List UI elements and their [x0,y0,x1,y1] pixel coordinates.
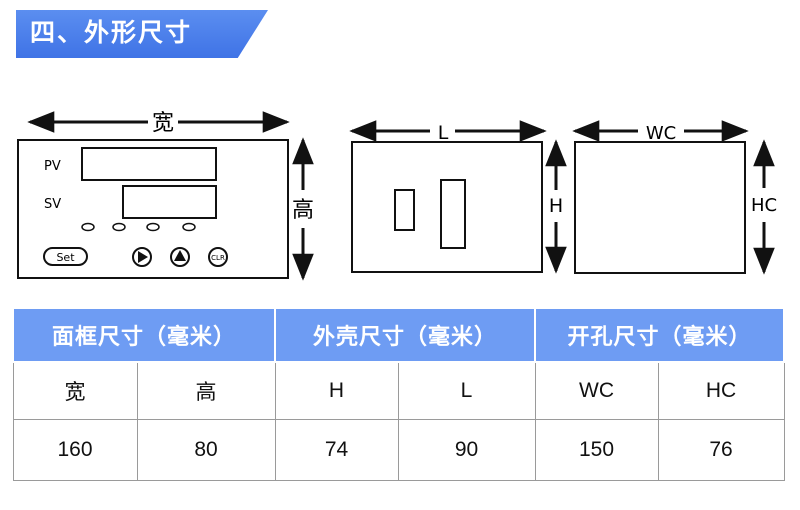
group-header-bezel: 面框尺寸（毫米） [11,309,277,363]
panel-width-label: 宽 [152,111,174,136]
pv-label: PV [44,159,61,174]
shell-slot-large [440,179,466,249]
shell-width-label: L [438,122,449,144]
dimension-table: 面框尺寸（毫米） 外壳尺寸（毫米） 开孔尺寸（毫米） 宽 高 H L WC HC… [11,309,786,481]
cutout-outline [574,141,746,274]
panel-height-label: 高 [292,198,314,223]
value-width: 160 [12,419,138,481]
group-header-shell: 外壳尺寸（毫米） [274,309,537,363]
value-wc: 150 [534,419,659,481]
cutout-view: WC HC [572,120,777,275]
table-row: 160 80 74 90 150 76 [12,419,785,481]
play-icon [138,251,148,263]
indicator-led-2 [112,222,126,232]
table-group-header-row: 面框尺寸（毫米） 外壳尺寸（毫米） 开孔尺寸（毫米） [11,309,786,363]
section-title-banner [16,10,268,58]
group-header-cutout: 开孔尺寸（毫米） [534,309,786,363]
shell-height-label: H [549,195,563,217]
column-header-width: 宽 [12,361,138,420]
set-key-label: Set [56,251,75,264]
panel-front-view: 宽 PV SV Set CLR 高 [17,111,314,281]
indicator-led-4 [182,222,196,232]
shell-outline [351,141,543,273]
dimension-diagrams: 宽 PV SV Set CLR 高 L H W [17,111,777,281]
triangle-up-icon [174,250,186,261]
indicator-led-1 [81,222,95,232]
table-row: 宽 高 H L WC HC [12,361,785,420]
column-header-hc: HC [657,361,785,420]
sv-label: SV [44,197,61,212]
column-header-l: L [397,361,536,420]
value-h: 74 [274,419,399,481]
shell-view: L H [349,120,567,274]
column-header-h: H [274,361,399,420]
value-height: 80 [136,419,276,481]
cutout-height-label: HC [751,195,777,216]
pv-display [81,147,217,181]
clr-key [208,247,228,267]
clr-key-label: CLR [211,254,225,262]
shell-slot-small [394,189,415,231]
section-title: 四、外形尺寸 [30,18,193,47]
sv-display [122,185,217,219]
cutout-width-label: WC [646,123,676,144]
column-header-height: 高 [136,361,276,420]
value-l: 90 [397,419,536,481]
indicator-led-3 [146,222,160,232]
value-hc: 76 [657,419,785,481]
column-header-wc: WC [534,361,659,420]
set-key [43,247,88,266]
